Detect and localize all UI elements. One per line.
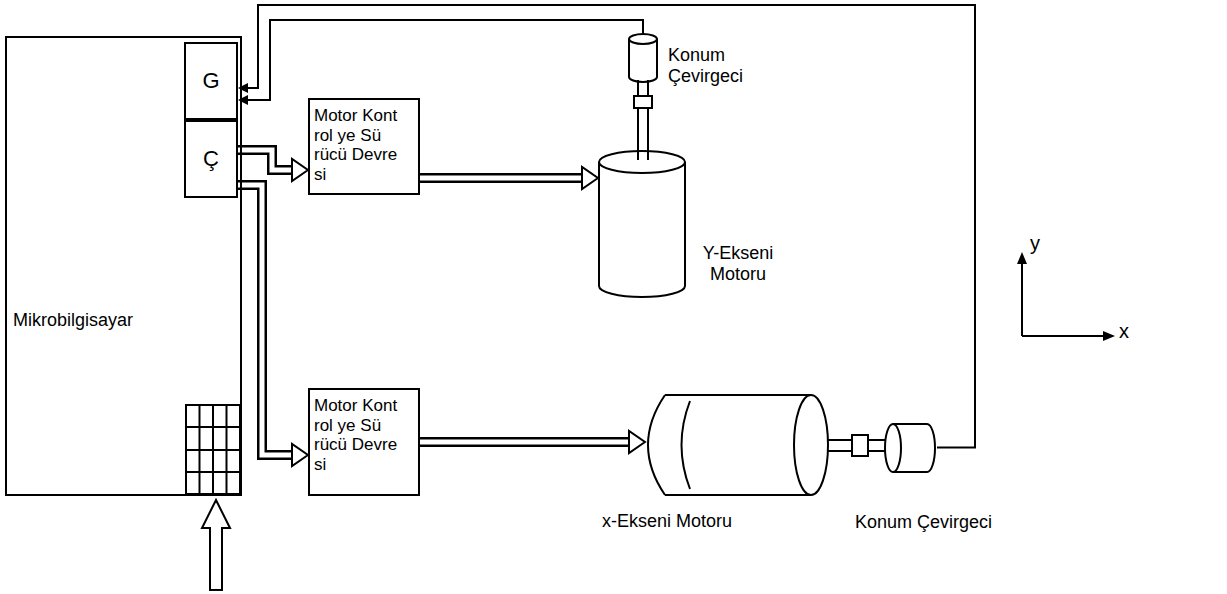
node-text: Y-Ekseni Motoru [688,243,788,284]
motor: x-Ekseni Motoru [645,393,830,497]
signal-arrow [420,431,645,453]
node-text: G [202,68,219,93]
x-shaft [828,435,885,456]
node-text: Motor Kont rol ye Sü rücü Devre si [314,396,414,474]
input-arrow [202,500,230,590]
signal-arrow [238,185,308,466]
outline [645,393,830,497]
node-text: Mikrobilgisayar [13,310,181,331]
feedback-line [238,5,975,448]
outline [877,420,937,475]
node-text: x-Ekseni Motoru [602,511,732,532]
position-encoder: Konum Çevirgeci [877,420,937,475]
node-text: Motor Kont rol ye Sü rücü Devre si [314,106,414,184]
signal-arrow [420,167,598,189]
node-text: Ç [203,146,219,171]
axis-label: y [1030,232,1040,255]
position-encoder: Konum Çevirgeci [628,33,658,83]
outline [628,33,658,83]
driver-box: Motor Kont rol ye Sü rücü Devre si [308,388,420,496]
axis-label: x [1119,320,1129,343]
computer-box: Mikrobilgisayar G Ç [5,36,242,496]
motor: Y-Ekseni Motoru [598,150,686,298]
node-text: Konum Çevirgeci [668,45,778,86]
driver-box: Motor Kont rol ye Sü rücü Devre si [308,98,420,195]
signal-arrow [238,150,308,181]
output-port-box: Ç [184,120,238,198]
input-port-box: G [184,42,238,120]
node-text: Konum Çevirgeci [855,512,992,533]
feedback-line [238,20,643,105]
axes [1017,252,1115,341]
outline [598,150,686,298]
keypad [186,405,240,494]
y-shaft [634,80,652,160]
